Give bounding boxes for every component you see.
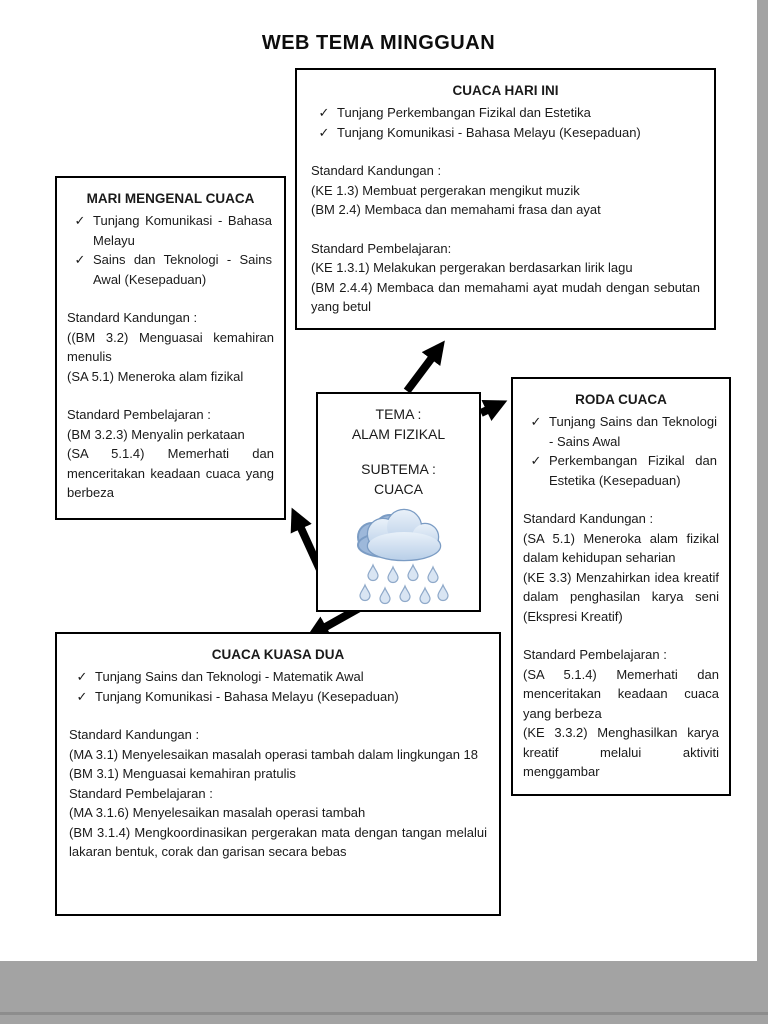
content-line: (KE 3.3.2) Menghasilkan karya kreatif me… bbox=[523, 725, 719, 780]
check-icon: ✓ bbox=[318, 124, 330, 140]
tema-value: ALAM FIZIKAL bbox=[351, 426, 446, 443]
content-line: (SA 5.1.4) Memerhati dan menceritakan ke… bbox=[67, 446, 274, 501]
content-line: (KE 3.3) Menzahirkan idea kreatif dalam … bbox=[523, 569, 719, 624]
check-item: ✓ Tunjang Komunikasi - Bahasa Melayu (Ke… bbox=[69, 687, 487, 707]
subtema-label: SUBTEMA : bbox=[361, 460, 436, 477]
arrow-to-right-box bbox=[479, 399, 508, 421]
check-item: ✓ Tunjang Sains dan Teknologi - Sains Aw… bbox=[523, 412, 719, 451]
box-cuaca-hari-ini: CUACA HARI INI ✓ Tunjang Perkembangan Fi… bbox=[295, 68, 716, 330]
box-cuaca-kuasa-dua: CUACA KUASA DUA ✓ Tunjang Sains dan Tekn… bbox=[55, 632, 501, 916]
section-heading: Standard Pembelajaran : bbox=[523, 647, 667, 663]
check-item-label: Tunjang Sains dan Teknologi - Sains Awal bbox=[549, 414, 717, 449]
rain-cloud-icon bbox=[356, 508, 449, 605]
content-line: (SA 5.1) Meneroka alam fizikal dalam keh… bbox=[523, 530, 719, 566]
check-item-label: Tunjang Perkembangan Fizikal dan Estetik… bbox=[337, 105, 591, 121]
box-title: RODA CUACA bbox=[575, 392, 667, 407]
content-line: (KE 1.3) Membuat pergerakan mengikut muz… bbox=[311, 182, 580, 198]
check-item-label: Perkembangan Fizikal dan Estetika (Kesep… bbox=[549, 453, 717, 488]
content-line: (BM 3.1) Menguasai kemahiran pratulis bbox=[69, 766, 296, 782]
check-icon: ✓ bbox=[530, 414, 542, 430]
section-heading: Standard Kandungan : bbox=[67, 310, 198, 326]
content-line: (BM 2.4) Membaca dan memahami frasa dan … bbox=[311, 202, 601, 218]
box-roda-cuaca: RODA CUACA ✓ Tunjang Sains dan Teknologi… bbox=[511, 377, 731, 796]
section-heading: Standard Pembelajaran : bbox=[67, 407, 211, 423]
section-heading: Standard Kandungan : bbox=[69, 727, 200, 743]
box-mari-mengenal-cuaca: MARI MENGENAL CUACA ✓ Tunjang Komunikasi… bbox=[55, 176, 286, 520]
check-item-label: Tunjang Sains dan Teknologi - Matematik … bbox=[95, 669, 364, 685]
content-line: (MA 3.1) Menyelesaikan masalah operasi t… bbox=[69, 746, 479, 762]
content-line: (SA 5.1) Meneroka alam fizikal bbox=[67, 368, 244, 384]
box-title: CUACA HARI INI bbox=[452, 83, 559, 98]
content-line: (BM 3.2.3) Menyalin perkataan bbox=[67, 426, 245, 442]
section-heading: Standard Kandungan : bbox=[311, 163, 442, 179]
check-item: ✓ Perkembangan Fizikal dan Estetika (Kes… bbox=[523, 451, 719, 490]
check-item-label: Tunjang Komunikasi - Bahasa Melayu bbox=[93, 213, 272, 248]
section-heading: Standard Pembelajaran : bbox=[69, 785, 213, 801]
section-heading: Standard Kandungan : bbox=[523, 511, 654, 527]
page-title: WEB TEMA MINGGUAN bbox=[261, 32, 496, 54]
subtema-value: CUACA bbox=[373, 480, 423, 497]
content-line: ((BM 3.2) Menguasai kemahiran menulis bbox=[67, 329, 274, 365]
content-line: (MA 3.1.6) Menyelesaikan masalah operasi… bbox=[69, 805, 366, 821]
check-item: ✓ Sains dan Teknologi - Sains Awal (Kese… bbox=[67, 250, 274, 289]
check-icon: ✓ bbox=[76, 669, 88, 685]
check-item: ✓ Tunjang Komunikasi - Bahasa Melayu (Ke… bbox=[311, 123, 700, 143]
box-tema-subtema: TEMA : ALAM FIZIKAL SUBTEMA : CUACA bbox=[316, 392, 481, 612]
content-line: (KE 1.3.1) Melakukan pergerakan berdasar… bbox=[311, 260, 633, 276]
check-icon: ✓ bbox=[76, 688, 88, 704]
tema-label: TEMA : bbox=[375, 406, 422, 422]
arrow-to-top-box bbox=[403, 340, 445, 394]
section-heading: Standard Pembelajaran: bbox=[311, 240, 452, 256]
check-item: ✓ Tunjang Perkembangan Fizikal dan Estet… bbox=[311, 103, 700, 123]
box-title: CUACA KUASA DUA bbox=[211, 647, 345, 662]
check-icon: ✓ bbox=[318, 105, 330, 121]
check-icon: ✓ bbox=[74, 252, 86, 268]
check-item-label: Tunjang Komunikasi - Bahasa Melayu (Kese… bbox=[95, 688, 399, 704]
check-item: ✓ Tunjang Komunikasi - Bahasa Melayu bbox=[67, 211, 274, 250]
content-line: (BM 2.4.4) Membaca dan memahami ayat mud… bbox=[311, 279, 700, 315]
check-item-label: Tunjang Komunikasi - Bahasa Melayu (Kese… bbox=[337, 124, 641, 140]
box-title: MARI MENGENAL CUACA bbox=[86, 191, 255, 206]
check-item-label: Sains dan Teknologi - Sains Awal (Kesepa… bbox=[93, 252, 272, 287]
document-page: WEB TEMA MINGGUAN CUACA HARI INI ✓ Tunja… bbox=[0, 0, 757, 961]
check-item: ✓ Tunjang Sains dan Teknologi - Matemati… bbox=[69, 667, 487, 687]
page-edge-divider bbox=[0, 1012, 768, 1015]
check-icon: ✓ bbox=[530, 453, 542, 469]
content-line: (SA 5.1.4) Memerhati dan menceritakan ke… bbox=[523, 666, 719, 721]
content-line: (BM 3.1.4) Mengkoordinasikan pergerakan … bbox=[69, 824, 487, 860]
check-icon: ✓ bbox=[74, 213, 86, 229]
